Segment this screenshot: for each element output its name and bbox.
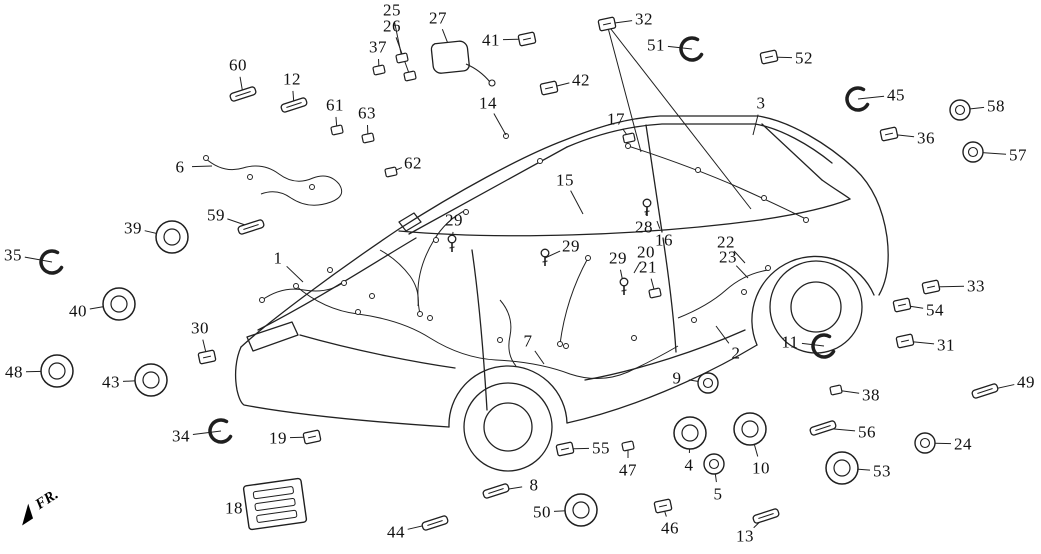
fr-direction-label: FR.: [13, 486, 62, 527]
harness-connector-dots: [203, 133, 809, 349]
aux-leader-line: [606, 23, 642, 153]
leader-line-14: [493, 113, 507, 136]
aux-leader-line: [606, 23, 752, 210]
leader-line-1: [286, 265, 304, 283]
leader-line-6: [191, 165, 213, 168]
leader-line-34: [192, 430, 222, 436]
leader-line-45: [857, 95, 885, 100]
leader-line-16: [656, 220, 661, 229]
leader-line-3: [752, 114, 759, 136]
leader-line-35: [24, 256, 53, 263]
leader-line-29: [544, 250, 561, 259]
leader-line-22: [733, 250, 746, 264]
car-body-art: [234, 115, 889, 472]
leader-line-23: [735, 265, 749, 279]
leader-line-25: [393, 21, 403, 59]
callout-leaders-and-parts: [24, 16, 1015, 531]
fr-arrow-icon: [22, 503, 34, 526]
leader-line-7: [534, 350, 545, 365]
leader-line-2: [715, 325, 730, 344]
leader-line-15: [570, 190, 584, 215]
leader-line-20: [633, 262, 641, 274]
